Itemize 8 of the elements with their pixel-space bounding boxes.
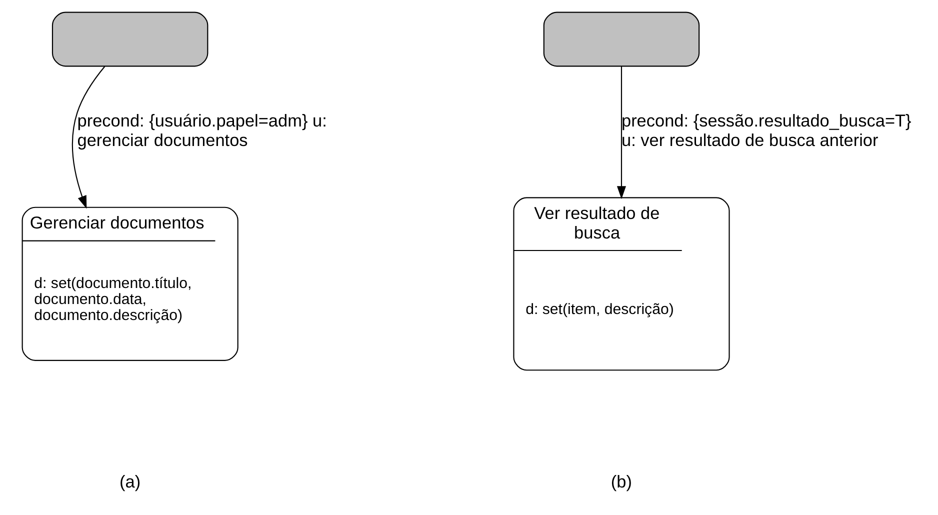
node-box [52,12,208,67]
arrow [616,66,626,200]
label: (b) [610,471,632,492]
node-box [543,12,700,67]
edge-label: precond: {sessão.resultado_busca=T} u: ver resultado de busca anterior [621,110,912,150]
arrow [72,66,106,209]
label: (a) [120,471,141,492]
edge-label: precond: {usuário.papel=adm} u: gerenciar documentos [77,110,327,150]
